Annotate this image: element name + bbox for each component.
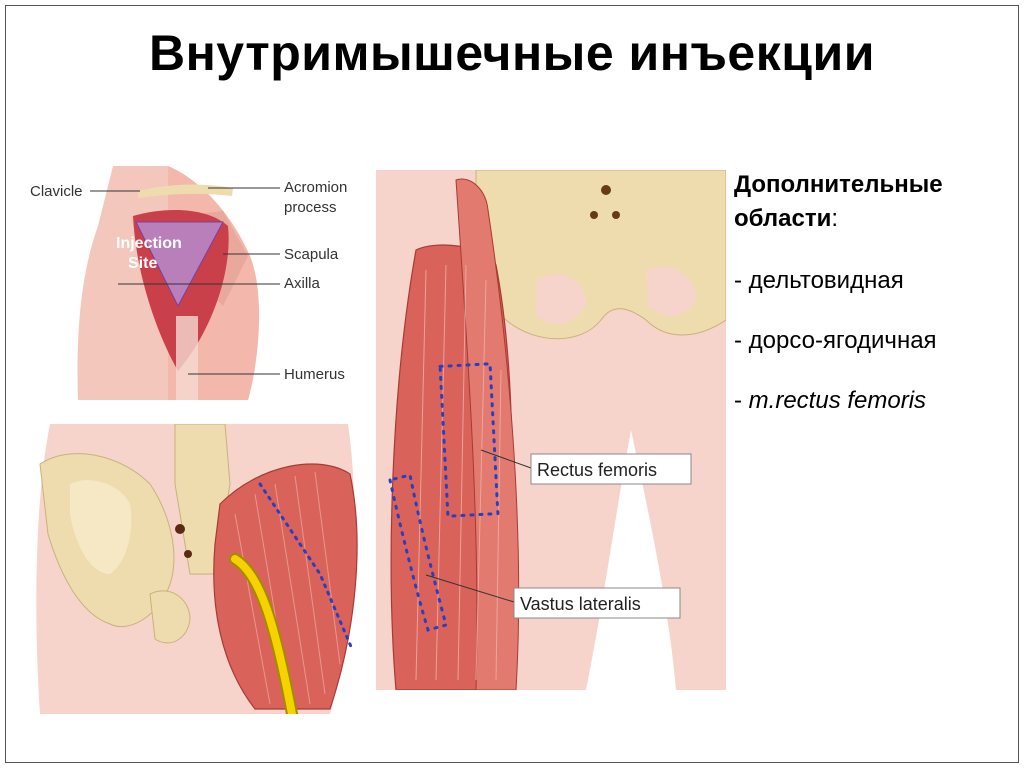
label-scapula: Scapula	[284, 246, 339, 263]
area-item-prefix: -	[734, 327, 749, 354]
additional-areas-heading: Дополнительные области:	[734, 168, 1014, 236]
heading-text: Дополнительные области	[734, 171, 943, 232]
area-item-rectus-femoris: - m.rectus femoris	[734, 386, 1014, 416]
area-item-deltoid: - дельтовидная	[734, 266, 1014, 296]
area-item-prefix: -	[734, 267, 749, 294]
slide: Внутримышечные инъекции	[5, 5, 1019, 763]
label-acromion: Acromion	[284, 179, 347, 196]
gluteal-illustration	[30, 424, 370, 714]
label-vastus-lateralis: Vastus lateralis	[520, 594, 641, 614]
area-item-text: m.rectus femoris	[748, 387, 927, 414]
slide-title: Внутримышечные инъекции	[149, 25, 875, 81]
thigh-illustration: Rectus femoris Vastus lateralis	[376, 170, 726, 690]
heading-colon: :	[831, 205, 839, 232]
label-axilla: Axilla	[284, 275, 321, 292]
additional-areas: Дополнительные области: - дельтовидная -…	[734, 168, 1014, 416]
area-item-prefix: -	[734, 387, 749, 414]
label-acromion-process: process	[284, 199, 337, 216]
area-item-dorsogluteal: - дорсо-ягодичная	[734, 326, 1014, 356]
label-clavicle: Clavicle	[30, 183, 83, 200]
area-item-text: дорсо-ягодичная	[748, 327, 937, 354]
deltoid-illustration: Clavicle Acromion process Scapula Axilla…	[18, 166, 374, 400]
label-humerus: Humerus	[284, 366, 345, 383]
label-injection-site-2: Site	[128, 255, 157, 272]
label-injection-site: Injection	[116, 235, 182, 252]
area-item-text: дельтовидная	[748, 267, 904, 294]
label-rectus-femoris: Rectus femoris	[537, 460, 657, 480]
